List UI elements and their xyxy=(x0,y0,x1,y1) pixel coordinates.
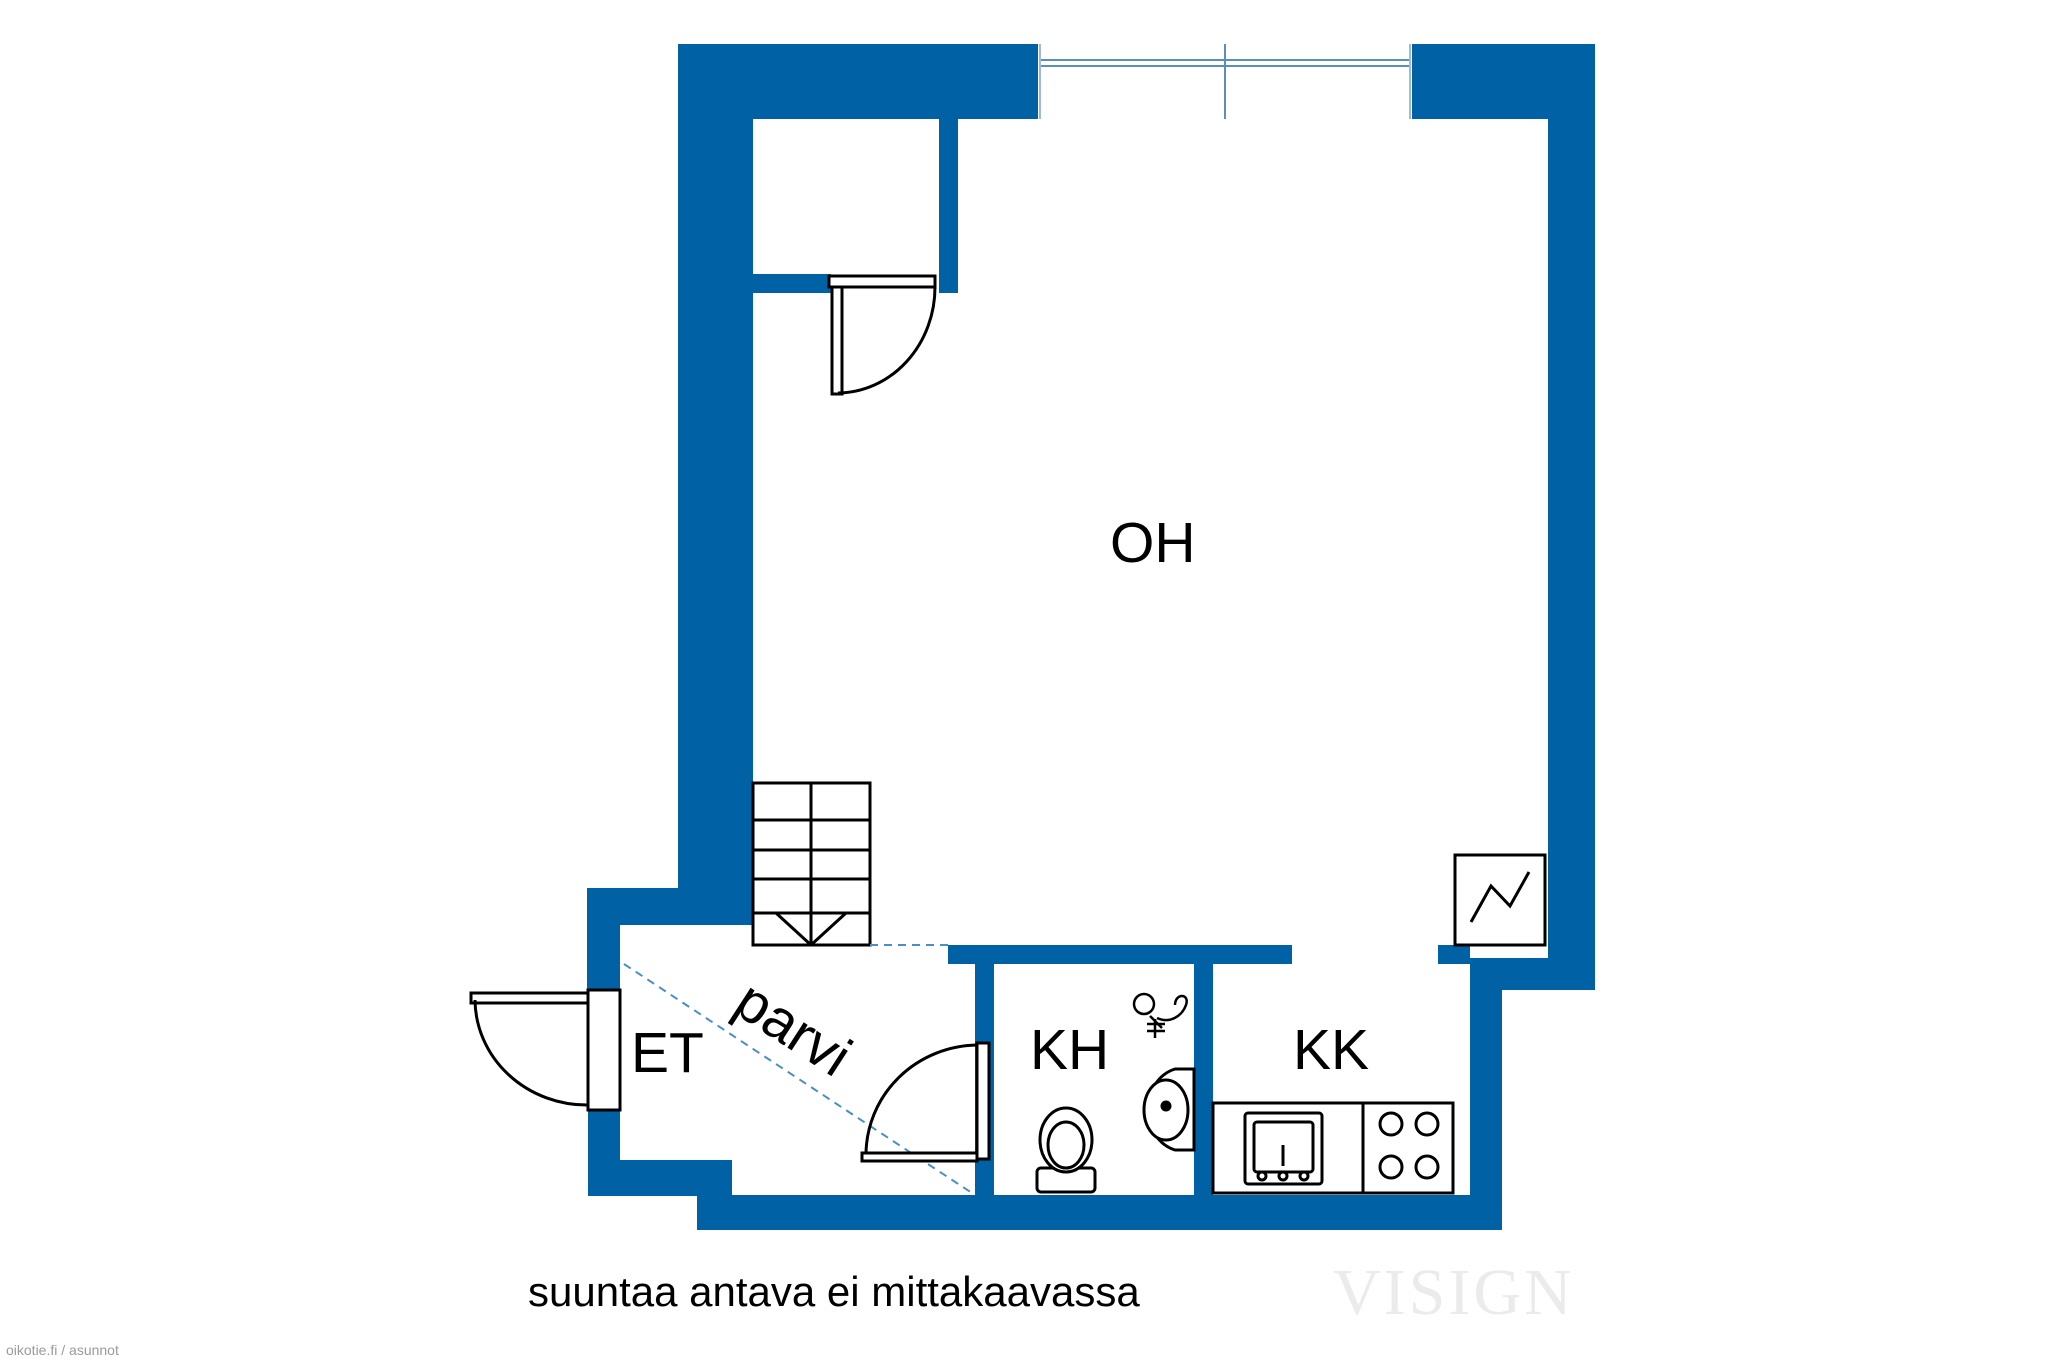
outer-wall xyxy=(587,44,1595,1230)
closet-wall-bottom-left xyxy=(753,274,831,293)
stove-icon xyxy=(1378,1111,1440,1180)
room-label-bathroom: KH xyxy=(1030,1018,1109,1082)
window xyxy=(1038,44,1412,119)
scale-disclaimer: suuntaa antava ei mittakaavassa xyxy=(528,1268,1140,1315)
bathroom-door xyxy=(860,1041,991,1163)
room-label-entrance: ET xyxy=(631,1021,704,1085)
entrance-door xyxy=(469,988,622,1112)
room-label-loft: parvi xyxy=(724,968,862,1089)
closet-door xyxy=(827,274,937,396)
room-label-kitchen: KK xyxy=(1293,1018,1369,1082)
kitchen-sink-icon xyxy=(1243,1111,1324,1186)
inner-wall-top-right xyxy=(1438,945,1470,964)
inner-wall-top xyxy=(948,945,1292,964)
bath-wall-right xyxy=(1194,955,1213,1195)
toilet-icon xyxy=(1035,1106,1097,1194)
brand-watermark: VISIGN xyxy=(1333,1256,1575,1329)
stairs xyxy=(751,781,872,947)
room-label-living: OH xyxy=(1110,511,1196,575)
source-credit: oikotie.fi / asunnot xyxy=(6,1342,119,1358)
cabinet xyxy=(1453,853,1547,947)
closet-wall-right xyxy=(939,119,958,293)
bathroom-sink-icon xyxy=(1142,1067,1196,1152)
shower-icon xyxy=(1132,992,1188,1038)
